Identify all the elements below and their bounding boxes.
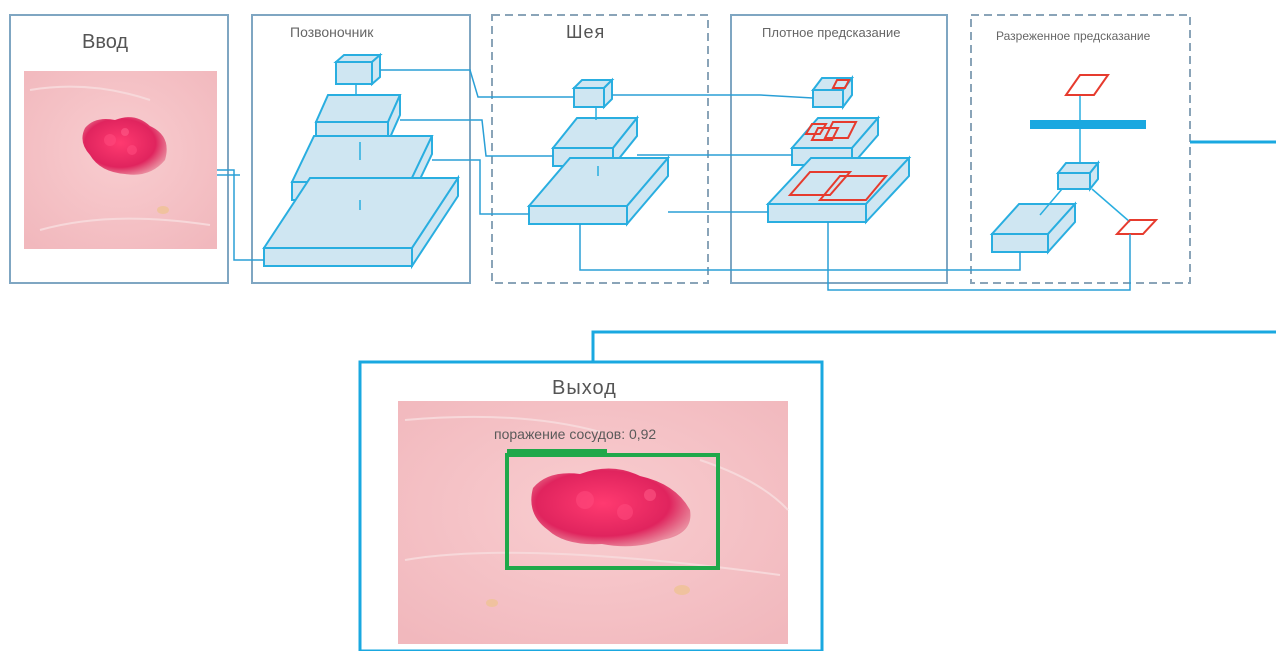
backbone-arrows <box>355 84 361 210</box>
dense-title: Плотное предсказание <box>762 25 900 40</box>
output-lesion <box>531 468 691 547</box>
input-skin-image <box>24 71 217 249</box>
backbone-panel: Позвоночник <box>251 14 471 284</box>
sparse-output-boxes <box>1064 74 1159 235</box>
neck-panel: Шея <box>491 14 709 284</box>
sparse-arrows <box>1039 95 1131 223</box>
input-lesion <box>82 117 167 175</box>
input-panel: Ввод <box>9 14 229 284</box>
detection-label: поражение сосудов: 0,92 <box>494 426 656 442</box>
detection-bounding-box <box>505 453 720 570</box>
sparse-title: Разреженное предсказание <box>996 29 1151 43</box>
neck-feature-pyramid <box>526 77 671 227</box>
output-title: Выход <box>552 377 617 399</box>
panel-connectors <box>217 69 1276 362</box>
neck-title: Шея <box>566 22 605 42</box>
sparse-head-blocks <box>989 160 1101 255</box>
detection-label-underline <box>507 449 607 454</box>
backbone-title: Позвоночник <box>290 24 374 40</box>
sparse-fc-bar <box>1030 120 1146 129</box>
sparse-prediction-panel: Разреженное предсказание <box>970 14 1191 284</box>
output-skin-image <box>398 401 789 644</box>
dense-feature-pyramid <box>765 75 912 225</box>
input-title: Ввод <box>82 31 128 53</box>
backbone-block-3 <box>314 94 402 123</box>
neck-arrows <box>595 107 599 176</box>
output-panel: Выход поражение сосудов: 0,92 <box>358 360 824 651</box>
dense-proposal-boxes <box>787 79 889 201</box>
backbone-feature-pyramid <box>262 52 460 270</box>
backbone-block-2 <box>290 135 434 183</box>
dense-prediction-panel: Плотное предсказание <box>730 14 948 284</box>
